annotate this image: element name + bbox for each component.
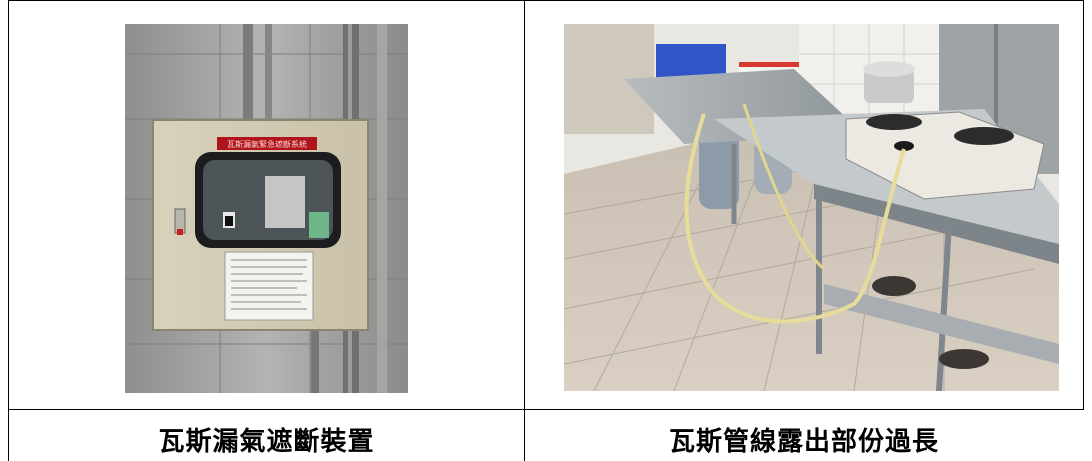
caption-right: 瓦斯管線露出部份過長 — [668, 426, 939, 457]
table-border-top — [8, 0, 1084, 1]
gas-pipeline-photo — [564, 24, 1059, 391]
table-border-right — [1083, 0, 1084, 410]
gas-shutoff-photo: 瓦斯漏氣緊急遮斷系統 — [125, 24, 408, 393]
cabinet-sign-text: 瓦斯漏氣緊急遮斷系統 — [227, 139, 307, 149]
row-divider — [8, 409, 1084, 410]
caption-left: 瓦斯漏氣遮斷裝置 — [158, 426, 375, 457]
table-border-left — [8, 0, 9, 461]
table-divider — [524, 0, 525, 461]
